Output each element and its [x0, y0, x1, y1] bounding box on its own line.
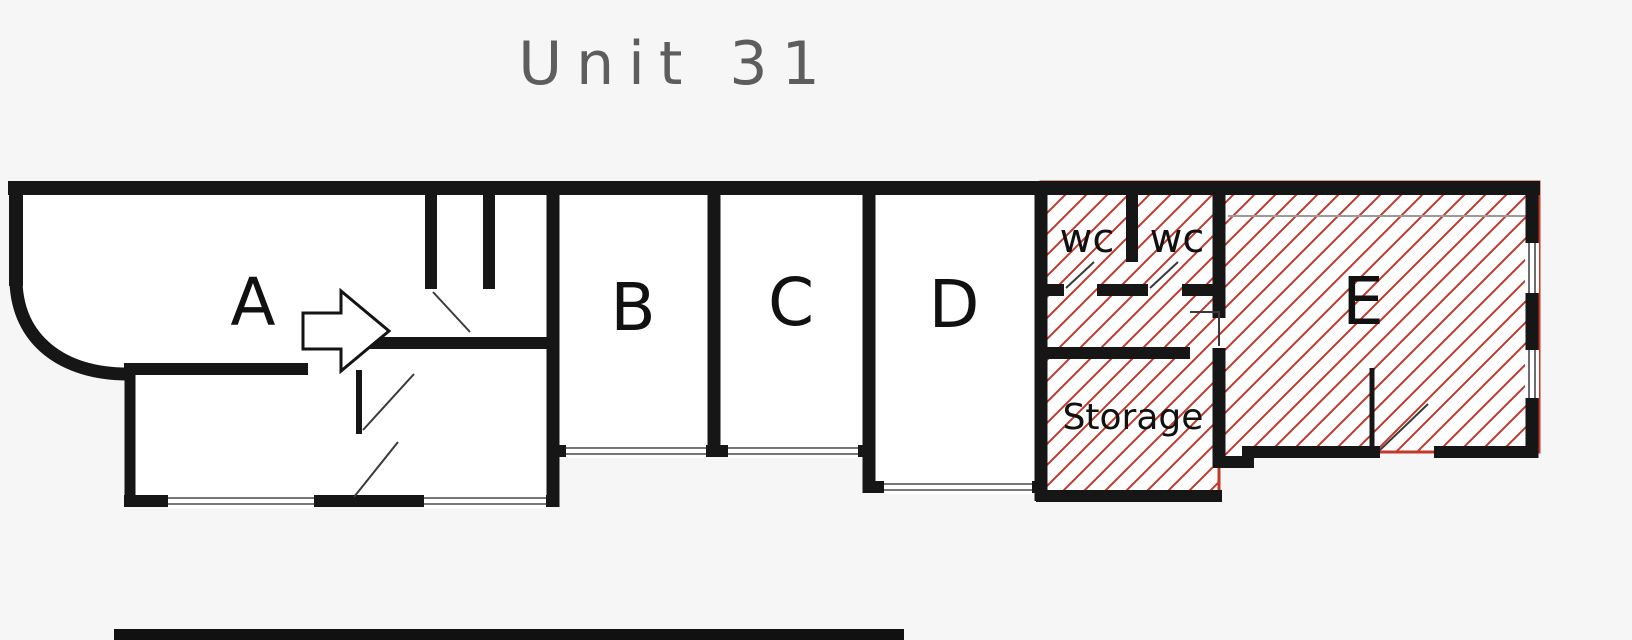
window [566, 444, 706, 458]
door-swing-hall [362, 373, 415, 431]
window [1525, 243, 1539, 293]
room-b-label: B [610, 269, 655, 346]
door-swing-wc-left [1065, 261, 1095, 289]
room-a-label: A [230, 264, 275, 341]
wc-right-label: wc [1150, 216, 1205, 262]
door-swing-vestibule [432, 291, 471, 333]
window [168, 494, 314, 508]
room-c-label: C [768, 264, 814, 341]
entrance-arrow-icon [301, 287, 392, 375]
door-swing-wc-right [1149, 261, 1179, 289]
window [884, 480, 1032, 494]
window [424, 494, 546, 508]
room-labels: A B C D E wc wc Storage [230, 216, 1383, 438]
unit-title: Unit 31 [518, 29, 834, 99]
door-swing-lower-room [353, 441, 399, 498]
storage-label: Storage [1063, 397, 1204, 438]
door-swing-room-e [1379, 403, 1429, 451]
wc-left-label: wc [1060, 216, 1115, 262]
wall-left-curve [9, 281, 129, 381]
scale-bar [114, 629, 904, 640]
window [1525, 350, 1539, 398]
doors [353, 261, 1429, 498]
windows [168, 243, 1539, 508]
step-corridor-to-e [1190, 311, 1220, 346]
room-d-label: D [929, 266, 980, 343]
room-e-label: E [1342, 263, 1384, 340]
window [728, 444, 858, 458]
